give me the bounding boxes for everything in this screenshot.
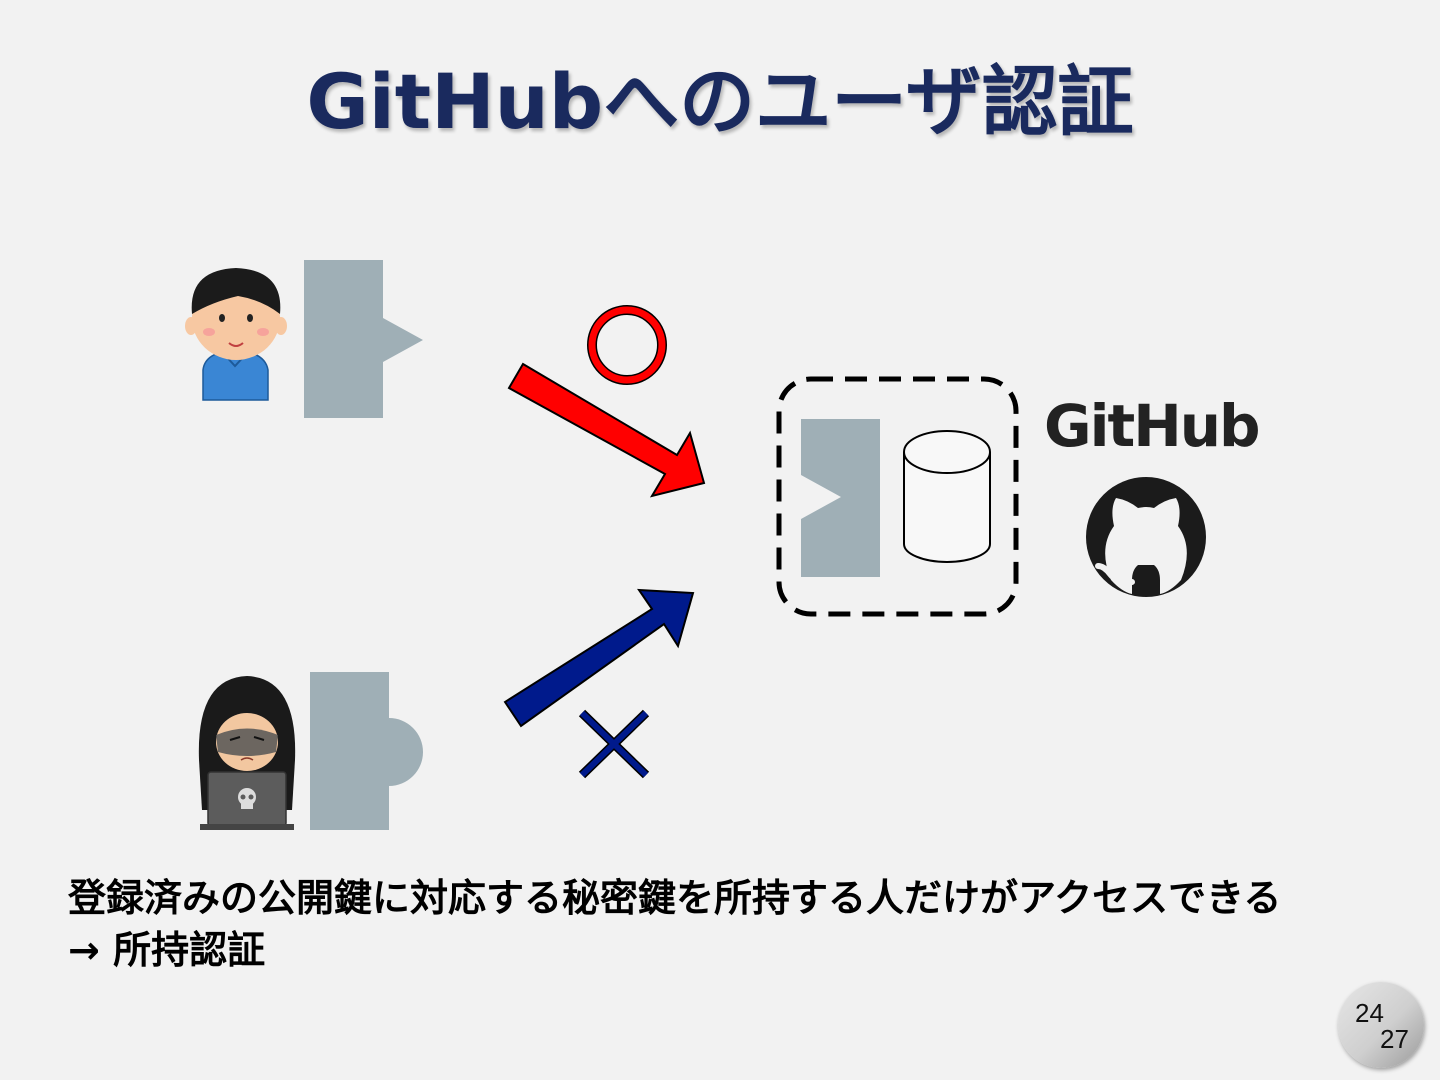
github-label: GitHub xyxy=(1044,392,1261,460)
hacker-icon xyxy=(198,676,296,830)
description-line-1: 登録済みの公開鍵に対応する秘密鍵を所持する人だけがアクセスできる xyxy=(68,876,1282,920)
ng-mark-icon xyxy=(578,709,650,779)
public-key-icon xyxy=(801,419,880,577)
description: 登録済みの公開鍵に対応する秘密鍵を所持する人だけがアクセスできる → 所持認証 xyxy=(68,872,1408,976)
page-total: 27 xyxy=(1380,1024,1409,1054)
ok-arrow xyxy=(507,362,706,498)
slide-title: GitHubへのユーザ認証 xyxy=(306,57,1134,146)
ng-arrow xyxy=(503,588,695,728)
private-key-icon xyxy=(304,260,423,418)
page-number: 24 xyxy=(1355,998,1384,1028)
fake-key-icon xyxy=(310,672,423,830)
user-icon xyxy=(185,268,287,401)
description-line-2: → 所持認証 xyxy=(68,928,266,972)
server-box xyxy=(776,376,1019,617)
page-badge: 24 27 xyxy=(1338,982,1424,1068)
github-octocat-icon xyxy=(1086,477,1206,597)
database-icon xyxy=(903,430,991,563)
